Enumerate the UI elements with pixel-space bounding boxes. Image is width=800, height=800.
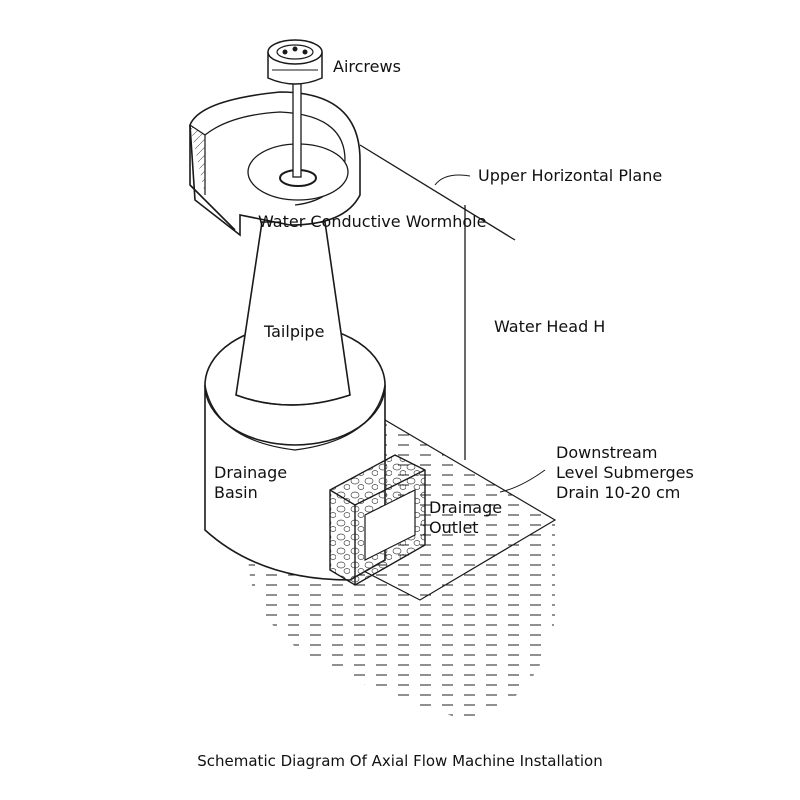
shaft [292,81,302,178]
label-drainage-basin-line2: Basin [214,483,258,502]
label-water-conductive-wormhole: Water Conductive Wormhole [258,212,487,231]
label-tailpipe: Tailpipe [264,322,325,341]
tailpipe [235,221,351,406]
water-conductive-wormhole [189,91,361,237]
label-upper-horizontal-plane: Upper Horizontal Plane [478,166,663,185]
label-downstream-line1: Downstream [556,443,658,462]
label-downstream-line3: Drain 10-20 cm [556,483,681,502]
label-aircrews: Aircrews [333,57,401,76]
diagram-caption: Schematic Diagram Of Axial Flow Machine … [197,752,603,770]
upper-horizontal-plane-line [359,144,516,241]
aircrew-turbine-icon [267,39,323,85]
label-downstream-line2: Level Submerges [556,463,694,482]
leader-lines [434,174,546,493]
label-drainage-outlet-line1: Drainage [429,498,503,517]
label-drainage-outlet-line2: Outlet [429,518,479,537]
label-water-head: Water Head H [494,317,606,336]
drainage-outlet [329,454,426,586]
label-drainage-basin-line1: Drainage [214,463,288,482]
